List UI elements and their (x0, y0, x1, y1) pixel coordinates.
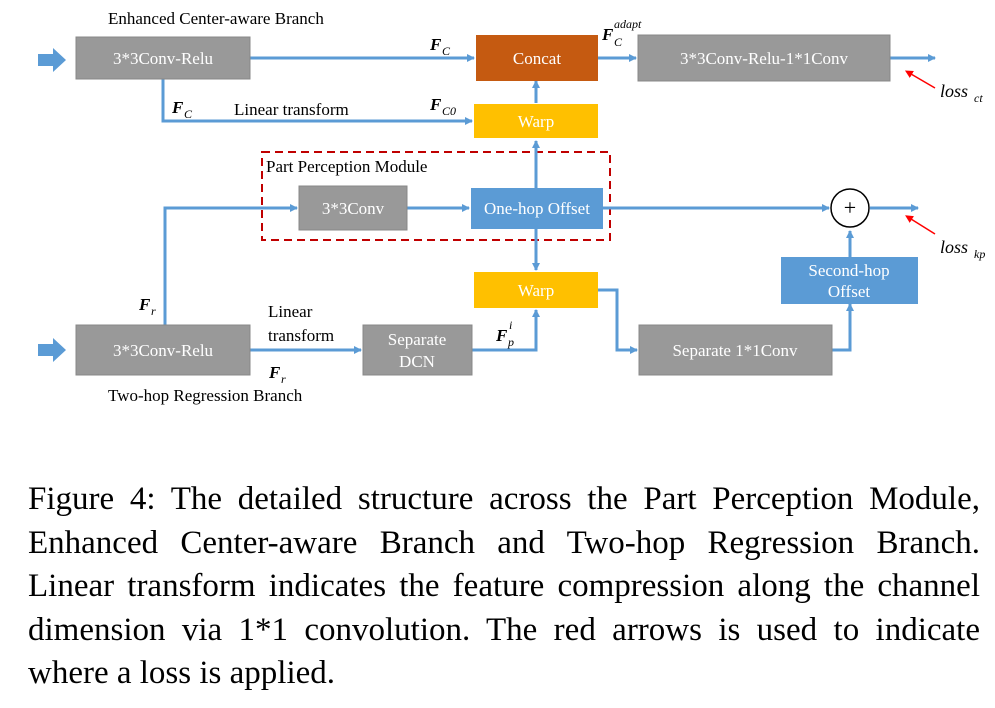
loss-kp-red-arrow (905, 215, 936, 235)
svg-text:i: i (509, 318, 512, 332)
warp-top-box (474, 104, 598, 138)
warp-mid-box (474, 272, 598, 308)
svg-text:r: r (151, 304, 156, 318)
figure-caption: Figure 4: The detailed structure across … (28, 481, 980, 691)
svg-text:C: C (442, 44, 451, 58)
input-arrow-top (38, 48, 66, 72)
svg-text:adapt: adapt (614, 17, 642, 31)
architecture-diagram: Part Perception Module Enhanced Center-a… (38, 9, 985, 405)
svg-text:F: F (171, 98, 184, 117)
part-perception-module-label: Part Perception Module (266, 157, 427, 176)
linear-transform-top-label: Linear transform (234, 100, 349, 119)
svg-text:C: C (614, 35, 623, 49)
svg-text:F: F (138, 295, 151, 314)
svg-text:C0: C0 (442, 104, 456, 118)
conv-relu-top-box (75, 36, 251, 80)
separate-dcn-box (362, 324, 473, 376)
symbol-fr-bottom: F r (268, 363, 286, 386)
arrow-dcn-to-warp (472, 309, 540, 352)
separate-dcn-text-line1: Separate (388, 330, 447, 349)
plus-symbol: + (844, 195, 856, 220)
svg-text:loss: loss (940, 81, 968, 101)
symbol-fc0: F C0 (429, 95, 456, 118)
separate-dcn-text-line2: DCN (399, 352, 435, 371)
loss-ct-label: loss ct (940, 81, 983, 105)
plus-node (830, 188, 870, 228)
symbol-fc-top: F C (429, 35, 451, 58)
symbol-fr-top: F r (138, 295, 156, 318)
one-hop-offset-text: One-hop Offset (484, 199, 590, 218)
svg-text:C: C (184, 107, 193, 121)
svg-text:loss: loss (940, 237, 968, 257)
conv-relu-conv-text: 3*3Conv-Relu-1*1Conv (680, 49, 849, 68)
concat-text: Concat (513, 49, 561, 68)
symbol-fc-adapt: F C adapt (601, 17, 642, 49)
symbol-fc-left: F C (171, 98, 193, 121)
conv3x3-text: 3*3Conv (322, 199, 385, 218)
second-hop-offset-box (781, 257, 918, 304)
input-arrow-bottom (38, 338, 66, 362)
second-hop-text-line1: Second-hop (808, 261, 889, 280)
conv-relu-top-text: 3*3Conv-Relu (113, 49, 214, 68)
linear-label-line2: transform (268, 326, 334, 345)
svg-text:kp: kp (974, 247, 985, 261)
conv3x3-box (298, 185, 408, 231)
enhanced-center-branch-label: Enhanced Center-aware Branch (108, 9, 324, 28)
svg-text:r: r (281, 372, 286, 386)
svg-text:F: F (495, 326, 508, 345)
arrow-fc-to-warp (161, 79, 473, 125)
arrow-fr-to-conv3x3 (163, 204, 298, 325)
arrow-sep1x1-to-secondhop (832, 303, 854, 352)
loss-ct-red-arrow (904, 70, 936, 89)
second-hop-text-line2: Offset (828, 282, 870, 301)
svg-text:F: F (429, 35, 442, 54)
part-perception-module-region (261, 151, 611, 241)
loss-kp-label: loss kp (940, 237, 985, 261)
two-hop-branch-label: Two-hop Regression Branch (108, 386, 303, 405)
separate-1x1conv-box (638, 324, 833, 376)
concat-box (476, 35, 598, 81)
svg-text:p: p (507, 335, 514, 349)
warp-top-text: Warp (518, 112, 554, 131)
warp-mid-text: Warp (518, 281, 554, 300)
svg-text:F: F (601, 25, 614, 44)
arrow-warp-to-sep1x1 (598, 288, 638, 354)
symbol-fp-i: F p i (495, 318, 514, 349)
conv-relu-bottom-text: 3*3Conv-Relu (113, 341, 214, 360)
svg-text:F: F (268, 363, 281, 382)
svg-text:F: F (429, 95, 442, 114)
conv-relu-conv-box (637, 34, 891, 82)
conv-relu-bottom-box (75, 324, 251, 376)
one-hop-offset-box (471, 188, 603, 229)
linear-label-line1: Linear (268, 302, 313, 321)
svg-text:ct: ct (974, 91, 983, 105)
separate-1x1conv-text: Separate 1*1Conv (672, 341, 798, 360)
